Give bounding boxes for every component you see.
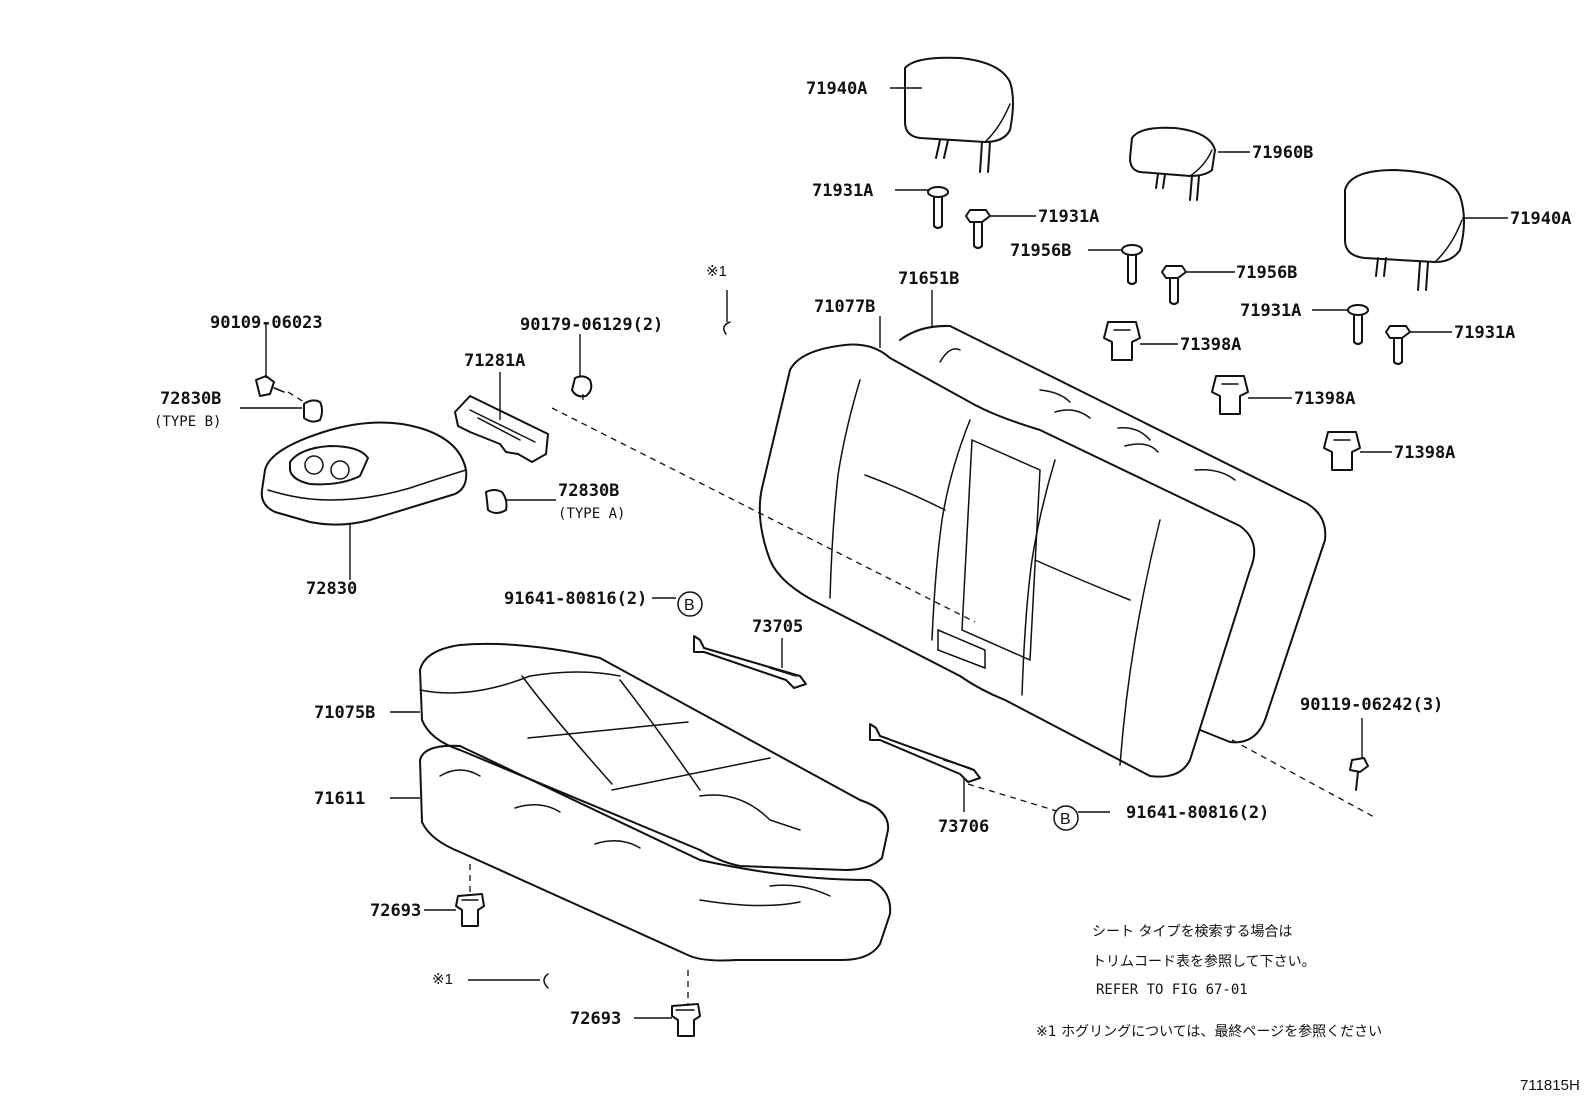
- headrest-71940A-left[interactable]: [904, 56, 1014, 173]
- label-71940A-left: 71940A: [806, 79, 867, 99]
- label-71956B-2: 71956B: [1236, 263, 1297, 283]
- dashed-lines: [287, 391, 1377, 1004]
- support-71931A-1[interactable]: [927, 186, 949, 229]
- screw-90109-06023[interactable]: [255, 324, 285, 397]
- hog-ring-bottom[interactable]: [468, 973, 549, 989]
- seat-pad-71611[interactable]: [419, 744, 892, 962]
- cap-72830B-typeA[interactable]: [485, 489, 508, 514]
- marker-b-top-label: B: [684, 597, 695, 614]
- label-90119-06242: 90119-06242(3): [1300, 695, 1443, 715]
- seatback-71077B[interactable]: [758, 343, 1256, 778]
- nut-90179-06129[interactable]: [571, 334, 593, 398]
- note-line-3: REFER TO FIG 67-01: [1096, 982, 1248, 998]
- hog-ring-top[interactable]: [723, 290, 731, 335]
- clip-72693-2[interactable]: [671, 1003, 701, 1037]
- label-71960B: 71960B: [1252, 143, 1313, 163]
- support-71931A-4[interactable]: [1385, 325, 1411, 365]
- label-71931A-4: 71931A: [1454, 323, 1515, 343]
- label-71077B: 71077B: [814, 297, 875, 317]
- marker-b-bottom-label: B: [1060, 811, 1071, 828]
- label-71398A-1: 71398A: [1180, 335, 1241, 355]
- label-71956B-1: 71956B: [1010, 241, 1071, 261]
- label-71931A-2: 71931A: [1038, 207, 1099, 227]
- guide-71398A-3[interactable]: [1323, 431, 1361, 471]
- note-line-1: シート タイプを検索する場合は: [1092, 923, 1292, 940]
- headrest-71940A-right[interactable]: [1344, 169, 1465, 291]
- figure-code: 711815H: [1520, 1077, 1580, 1094]
- note-line-2: トリムコード表を参照して下さい。: [1092, 953, 1316, 970]
- label-91641-80816-top: 91641-80816(2): [504, 589, 647, 609]
- label-71931A-3: 71931A: [1240, 301, 1301, 321]
- guide-71398A-2[interactable]: [1211, 375, 1249, 415]
- armrest-hinge-71281A[interactable]: [454, 372, 549, 463]
- label-72830B-a: 72830B: [558, 481, 619, 501]
- label-73705: 73705: [752, 617, 803, 637]
- note-line-4: ※1 ホグリングについては、最終ページを参照ください: [1036, 1023, 1382, 1040]
- headrest-71960B-center[interactable]: [1129, 126, 1216, 201]
- seat-cushion-71075B[interactable]: [419, 642, 890, 871]
- label-71651B: 71651B: [898, 269, 959, 289]
- label-73706: 73706: [938, 817, 989, 837]
- wire-73706[interactable]: [869, 723, 981, 812]
- label-72830B-b: 72830B: [160, 389, 221, 409]
- wire-73705[interactable]: [693, 635, 807, 689]
- label-71611: 71611: [314, 789, 365, 809]
- label-71931A-1: 71931A: [812, 181, 873, 201]
- label-72693-2: 72693: [570, 1009, 621, 1029]
- label-90109-06023: 90109-06023: [210, 313, 323, 333]
- label-91641-80816-bottom: 91641-80816(2): [1126, 803, 1269, 823]
- bolt-90119-06242[interactable]: [1349, 718, 1369, 791]
- cap-72830B-typeB[interactable]: [303, 399, 323, 423]
- support-71956B-2[interactable]: [1161, 265, 1187, 305]
- clip-72693-1[interactable]: [455, 893, 485, 927]
- leader-lines: [240, 87, 1508, 1019]
- label-type-a: (TYPE A): [558, 506, 625, 522]
- label-71075B: 71075B: [314, 703, 375, 723]
- label-ref1-bottom: ※1: [432, 971, 453, 988]
- label-72693-1: 72693: [370, 901, 421, 921]
- support-71931A-3[interactable]: [1347, 304, 1369, 345]
- label-type-b: (TYPE B): [154, 414, 221, 430]
- label-72830: 72830: [306, 579, 357, 599]
- marker-b-top: [677, 591, 703, 617]
- label-71398A-3: 71398A: [1394, 443, 1455, 463]
- label-90179-06129: 90179-06129(2): [520, 315, 663, 335]
- guide-71398A-1[interactable]: [1103, 321, 1141, 361]
- label-71398A-2: 71398A: [1294, 389, 1355, 409]
- armrest-72830[interactable]: [260, 421, 468, 580]
- marker-b-bottom: [1053, 805, 1079, 831]
- support-71956B-1[interactable]: [1121, 244, 1143, 285]
- label-ref1-top: ※1: [706, 263, 727, 280]
- label-71940A-right: 71940A: [1510, 209, 1571, 229]
- label-71281A: 71281A: [464, 351, 525, 371]
- seatback-71651B[interactable]: [899, 324, 1327, 744]
- support-71931A-2[interactable]: [965, 209, 991, 249]
